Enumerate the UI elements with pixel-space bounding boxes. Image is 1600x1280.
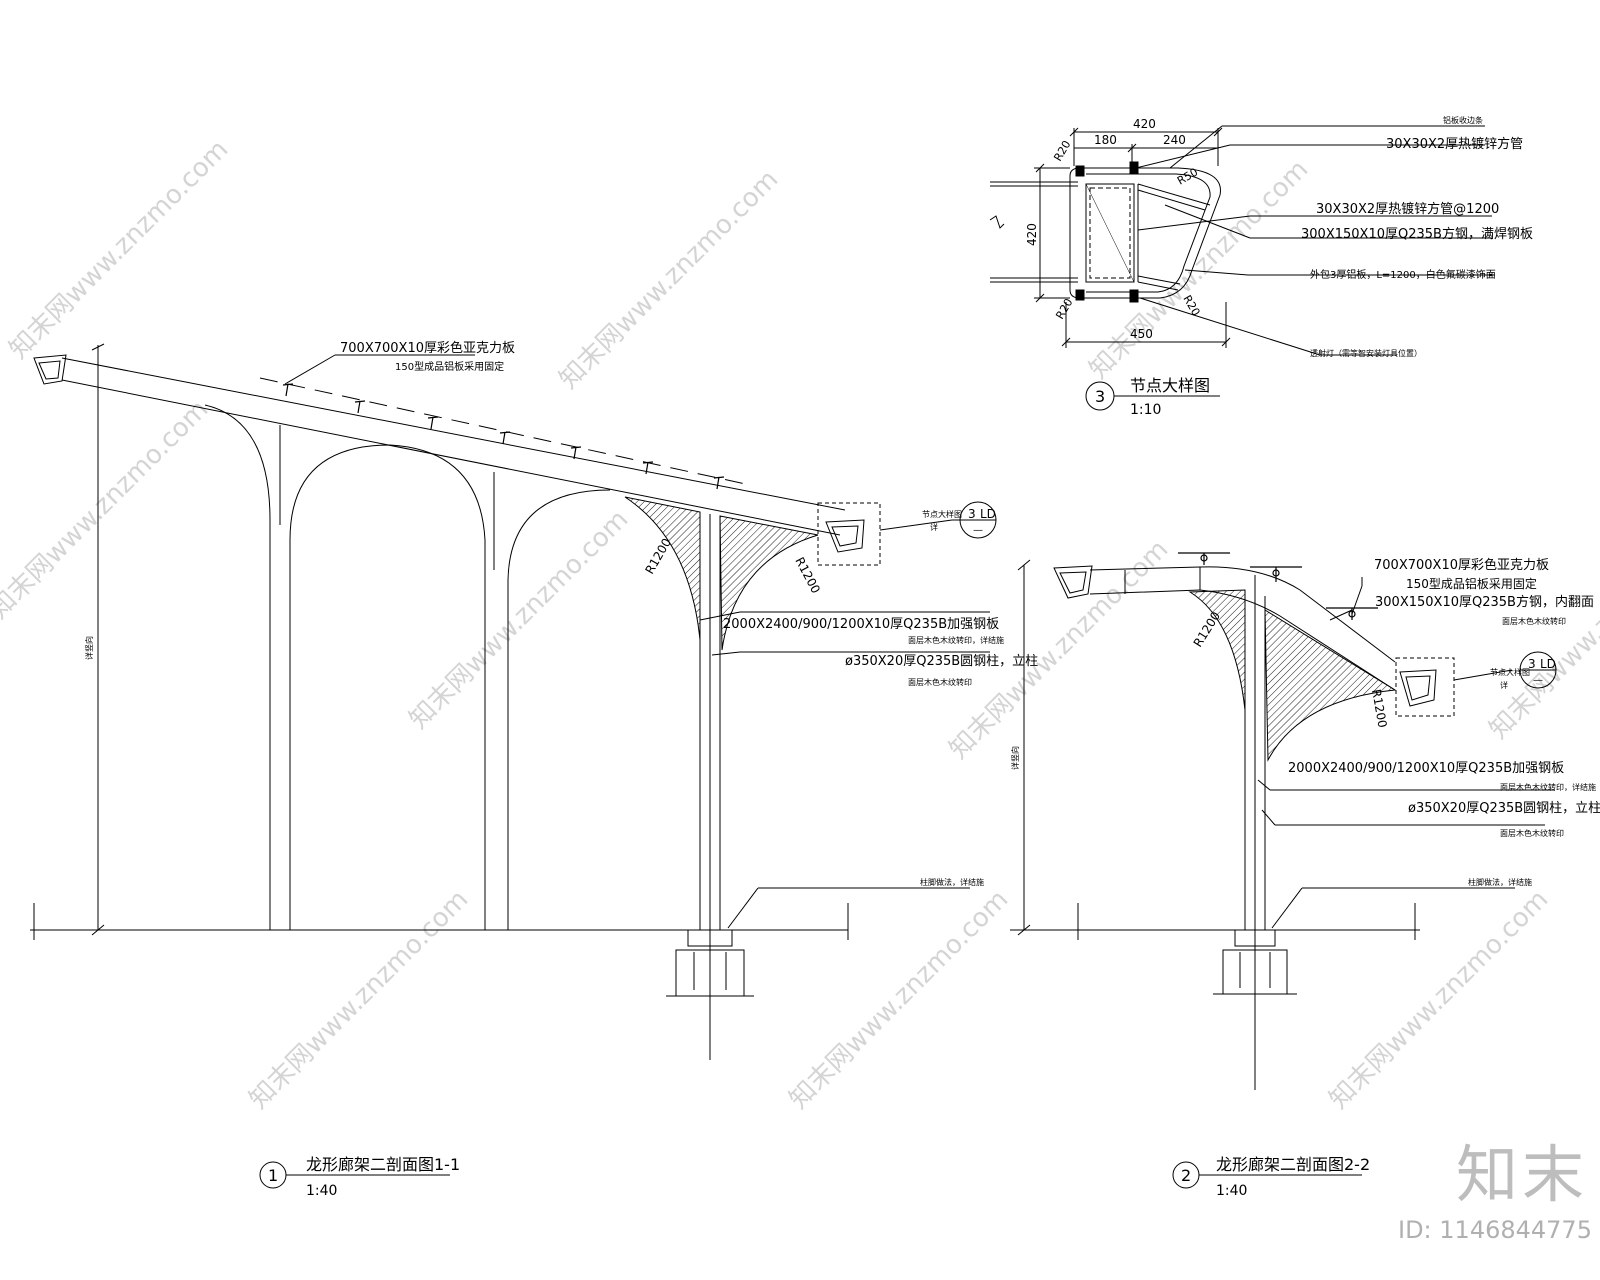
height-label: 详竖向	[84, 636, 94, 660]
watermark-text: 知末网www.znzmo.com	[404, 504, 635, 735]
node-ref-label: 节点大样图	[1490, 667, 1530, 677]
node-detail-3-title-block: 3 节点大样图 1:10	[1085, 376, 1220, 418]
detail-callout-2: 30X30X2厚热镀锌方管	[1386, 136, 1523, 152]
node-detail-3	[989, 125, 1495, 356]
dim-top-left: 180	[1094, 133, 1117, 147]
section-2-2-title-block: 2 龙形廊架二剖面图2-2 1:40	[1172, 1155, 1370, 1199]
watermark-text: 知末网www.znzmo.com	[244, 884, 475, 1115]
section-1-1-title-block: 1 龙形廊架二剖面图1-1 1:40	[259, 1155, 460, 1199]
node-ref-number: 3	[1528, 657, 1536, 671]
beam-note: 面层木色木纹转印	[1502, 616, 1566, 626]
section-3-title: 节点大样图	[1130, 376, 1210, 395]
watermark-text: 知末网www.znzmo.com	[0, 394, 214, 625]
roof-panel-fix-callout: 150型成品铝板采用固定	[1406, 576, 1537, 591]
watermark-text: 知末网www.znzmo.com	[1324, 884, 1555, 1115]
bracket-plate-note: 面层木色木纹转印，详结施	[908, 635, 1004, 645]
node-detail-3-labels: 420 180 240 420 450 R20 R20 R50 R20 铝板收边…	[1025, 115, 1533, 358]
footing-callout: 柱脚做法，详结施	[920, 877, 984, 887]
node-ref-label-2: 详	[1500, 680, 1508, 690]
roof-panel-fix-callout: 150型成品铝板采用固定	[395, 360, 504, 373]
detail-callout-5: 外包3厚铝板，L=1200，白色氟碳漆饰面	[1310, 268, 1496, 281]
node-ref-dash: —	[973, 525, 983, 536]
node-ref-number: 3	[968, 507, 976, 521]
section-2-2	[1010, 552, 1557, 1090]
dim-bottom: 450	[1130, 327, 1153, 341]
column-note: 面层木色木纹转印	[1500, 828, 1564, 838]
node-ref-sheet: LD	[980, 507, 996, 521]
section-3-scale: 1:10	[1130, 402, 1161, 418]
detail-callout-3: 30X30X2厚热镀锌方管@1200	[1316, 201, 1499, 217]
bracket-plate-callout: 2000X2400/900/1200X10厚Q235B加强钢板	[723, 617, 999, 632]
section-1-scale: 1:40	[306, 1183, 337, 1199]
column-note: 面层木色木纹转印	[908, 677, 972, 687]
node-ref-label-2: 详	[930, 522, 938, 532]
radius-label-a: R1200	[642, 536, 674, 577]
detail-callout-6: 透射灯（需等智安装灯具位置）	[1310, 348, 1422, 358]
dim-left-height: 420	[1025, 223, 1039, 246]
detail-callout-1: 铝板收边条	[1443, 115, 1483, 125]
section-2-number: 2	[1181, 1166, 1191, 1185]
watermark-text: 知末网www.znzmo.com	[1484, 514, 1600, 745]
node-ref-label: 节点大样图	[922, 509, 962, 519]
watermark-text: 知末网www.znzmo.com	[784, 884, 1015, 1115]
section-1-number: 1	[268, 1166, 278, 1185]
height-label: 详竖向	[1010, 746, 1020, 770]
roof-panel-callout: 700X700X10厚彩色亚克力板	[340, 340, 515, 356]
dim-top-total: 420	[1133, 117, 1156, 131]
node-ref-sheet: LD	[1540, 657, 1556, 671]
watermark-text: 知末网www.znzmo.com	[1084, 154, 1315, 385]
bracket-plate-note: 面层木色木纹转印，详结施	[1500, 782, 1596, 792]
radius-label-b: R1200	[1369, 688, 1390, 729]
dim-top-right: 240	[1163, 133, 1186, 147]
section-2-2-labels: 700X700X10厚彩色亚克力板 150型成品铝板采用固定 300X150X1…	[1010, 557, 1600, 887]
brand-logo: 知末	[1455, 1138, 1588, 1211]
radius-label-a: R1200	[1191, 609, 1223, 649]
roof-panel-callout: 700X700X10厚彩色亚克力板	[1374, 557, 1549, 573]
section-1-1-labels: 700X700X10厚彩色亚克力板 150型成品铝板采用固定 节点大样图 详 3…	[84, 340, 1038, 887]
radius-bottom-left: R20	[1053, 296, 1075, 321]
section-1-1	[30, 343, 997, 1060]
section-1-title: 龙形廊架二剖面图1-1	[306, 1155, 460, 1174]
node-ref-dash: —	[1533, 675, 1543, 686]
section-3-number: 3	[1095, 387, 1105, 406]
section-2-scale: 1:40	[1216, 1183, 1247, 1199]
watermark-text: 知末网www.znzmo.com	[4, 134, 235, 365]
detail-callout-4: 300X150X10厚Q235B方钢，满焊钢板	[1301, 226, 1533, 242]
column-callout: ø350X20厚Q235B圆钢柱，立柱	[1408, 801, 1600, 816]
radius-top-left: R20	[1051, 138, 1073, 163]
footing-callout: 柱脚做法，详结施	[1468, 877, 1532, 887]
brand-watermark: 知末 ID: 1146844775	[1398, 1138, 1592, 1260]
brand-id: ID: 1146844775	[1398, 1216, 1592, 1244]
section-2-title: 龙形廊架二剖面图2-2	[1216, 1155, 1370, 1174]
beam-callout: 300X150X10厚Q235B方钢，内翻面	[1375, 594, 1594, 610]
watermark-text: 知末网www.znzmo.com	[554, 164, 785, 395]
bracket-plate-callout: 2000X2400/900/1200X10厚Q235B加强钢板	[1288, 761, 1564, 776]
radius-top-right: R50	[1175, 166, 1200, 188]
column-callout: ø350X20厚Q235B圆钢柱，立柱	[845, 654, 1038, 669]
